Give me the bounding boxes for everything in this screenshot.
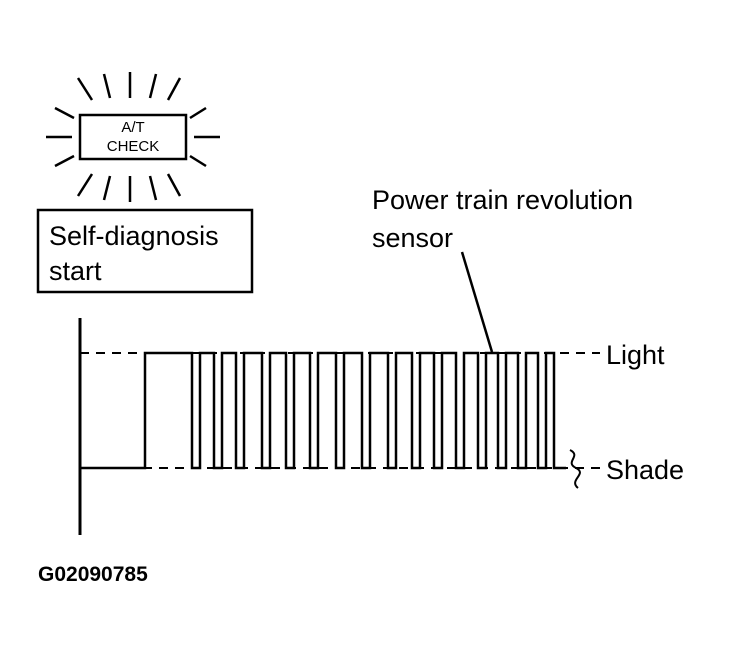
self-diagnosis-start-box	[36, 208, 254, 294]
figure-id: G02090785	[38, 563, 148, 586]
sensor-label-line2: sensor	[372, 223, 453, 253]
self-diagnosis-label-line2: start	[49, 256, 102, 286]
at-check-label-line2: CHECK	[107, 138, 160, 155]
sensor-pulse-waveform	[80, 351, 566, 470]
light-level-label: Light	[606, 340, 665, 370]
self-diagnosis-label-line1: Self-diagnosis	[49, 221, 219, 251]
at-check-lamp	[46, 72, 220, 202]
lamp-rays-icon	[46, 72, 220, 202]
sensor-label-line1: Power train revolution	[372, 185, 633, 215]
sensor-leader-line	[460, 251, 494, 353]
waveform-break-squiggle-icon	[569, 449, 581, 489]
shade-level-label: Shade	[606, 455, 684, 485]
at-check-label-line1: A/T	[121, 119, 144, 136]
at-check-indicator-box	[78, 113, 188, 161]
